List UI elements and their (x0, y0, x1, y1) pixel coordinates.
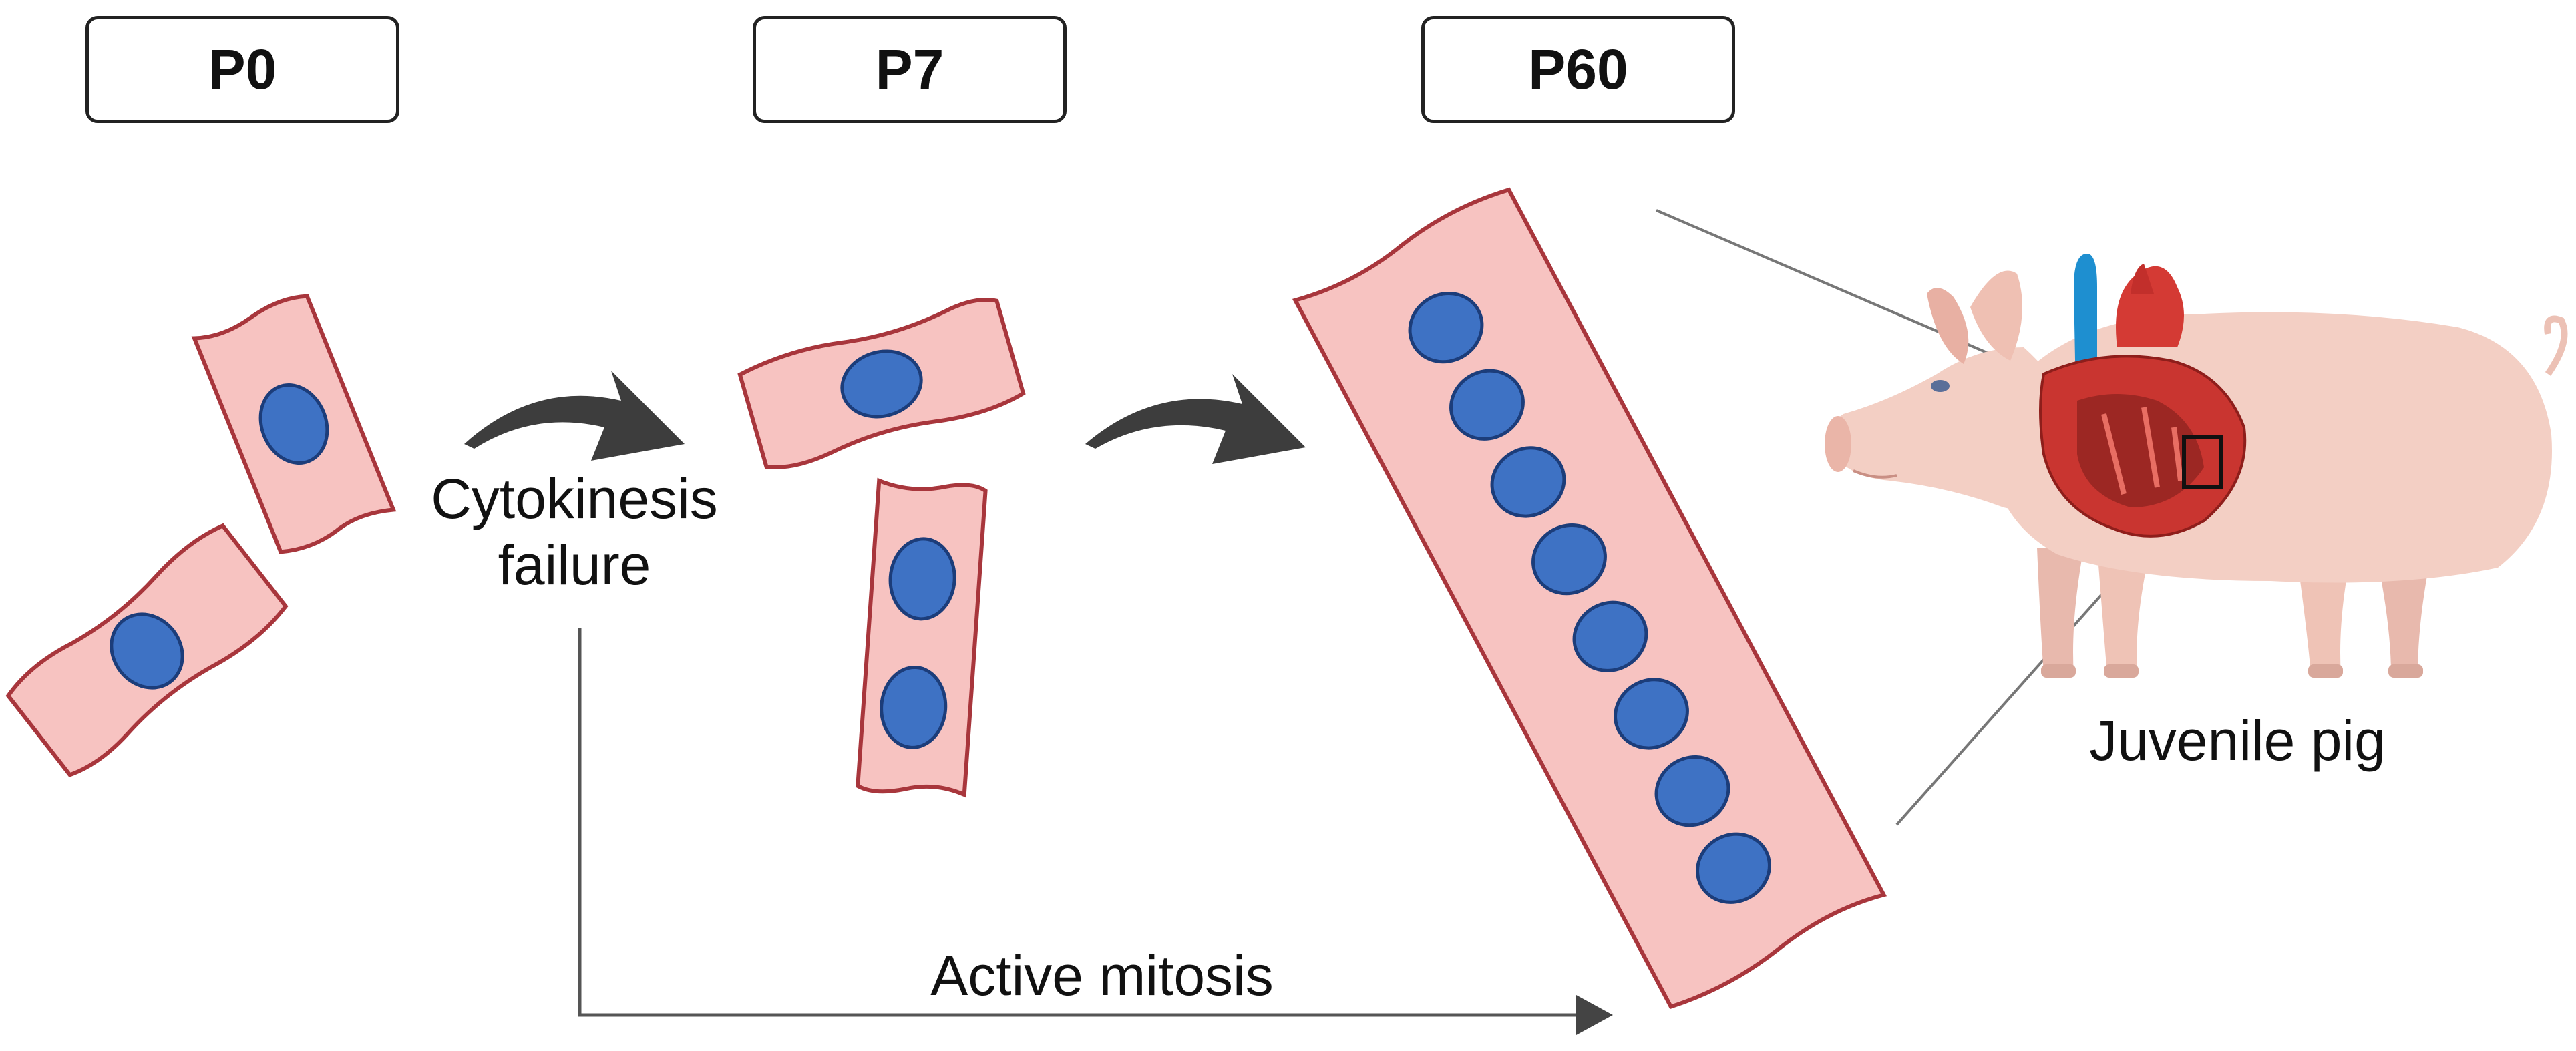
active-mitosis-label: Active mitosis (930, 944, 1274, 1007)
stage-label-p0: P0 (85, 16, 399, 123)
nucleus (1614, 678, 1689, 750)
nucleus (1654, 755, 1730, 827)
arrow-cytokinesis (464, 371, 685, 461)
cytokinesis-failure-line2: failure (498, 534, 651, 597)
stage-label-p60: P60 (1421, 16, 1735, 123)
nucleus (1490, 446, 1566, 518)
arrow-active-mitosis (578, 628, 1613, 1035)
nucleus (1572, 600, 1648, 672)
nucleus (1408, 291, 1484, 364)
nucleus (1531, 523, 1607, 596)
p0-cell-lower (5, 523, 289, 777)
nucleus (258, 383, 329, 465)
nucleus (1449, 369, 1525, 441)
juvenile-pig-label: Juvenile pig (2089, 709, 2386, 772)
nucleus (110, 612, 184, 690)
cytokinesis-failure-line1: Cytokinesis (431, 467, 718, 530)
nucleus (888, 537, 956, 621)
pig-illustration (1825, 254, 2568, 678)
nucleus (840, 349, 923, 419)
cytokinesis-failure-label: Cytokinesis failure (414, 466, 735, 598)
stage-label-p7: P7 (753, 16, 1067, 123)
p0-cell-upper (191, 294, 397, 554)
p7-cell-binucleate (856, 477, 988, 798)
arrow-maturation (1085, 374, 1306, 464)
nucleus (880, 665, 948, 749)
p7-cell-mononucleate (737, 298, 1026, 469)
nucleus (1696, 832, 1771, 904)
p60-cell-multinucleate (1292, 187, 1887, 1010)
